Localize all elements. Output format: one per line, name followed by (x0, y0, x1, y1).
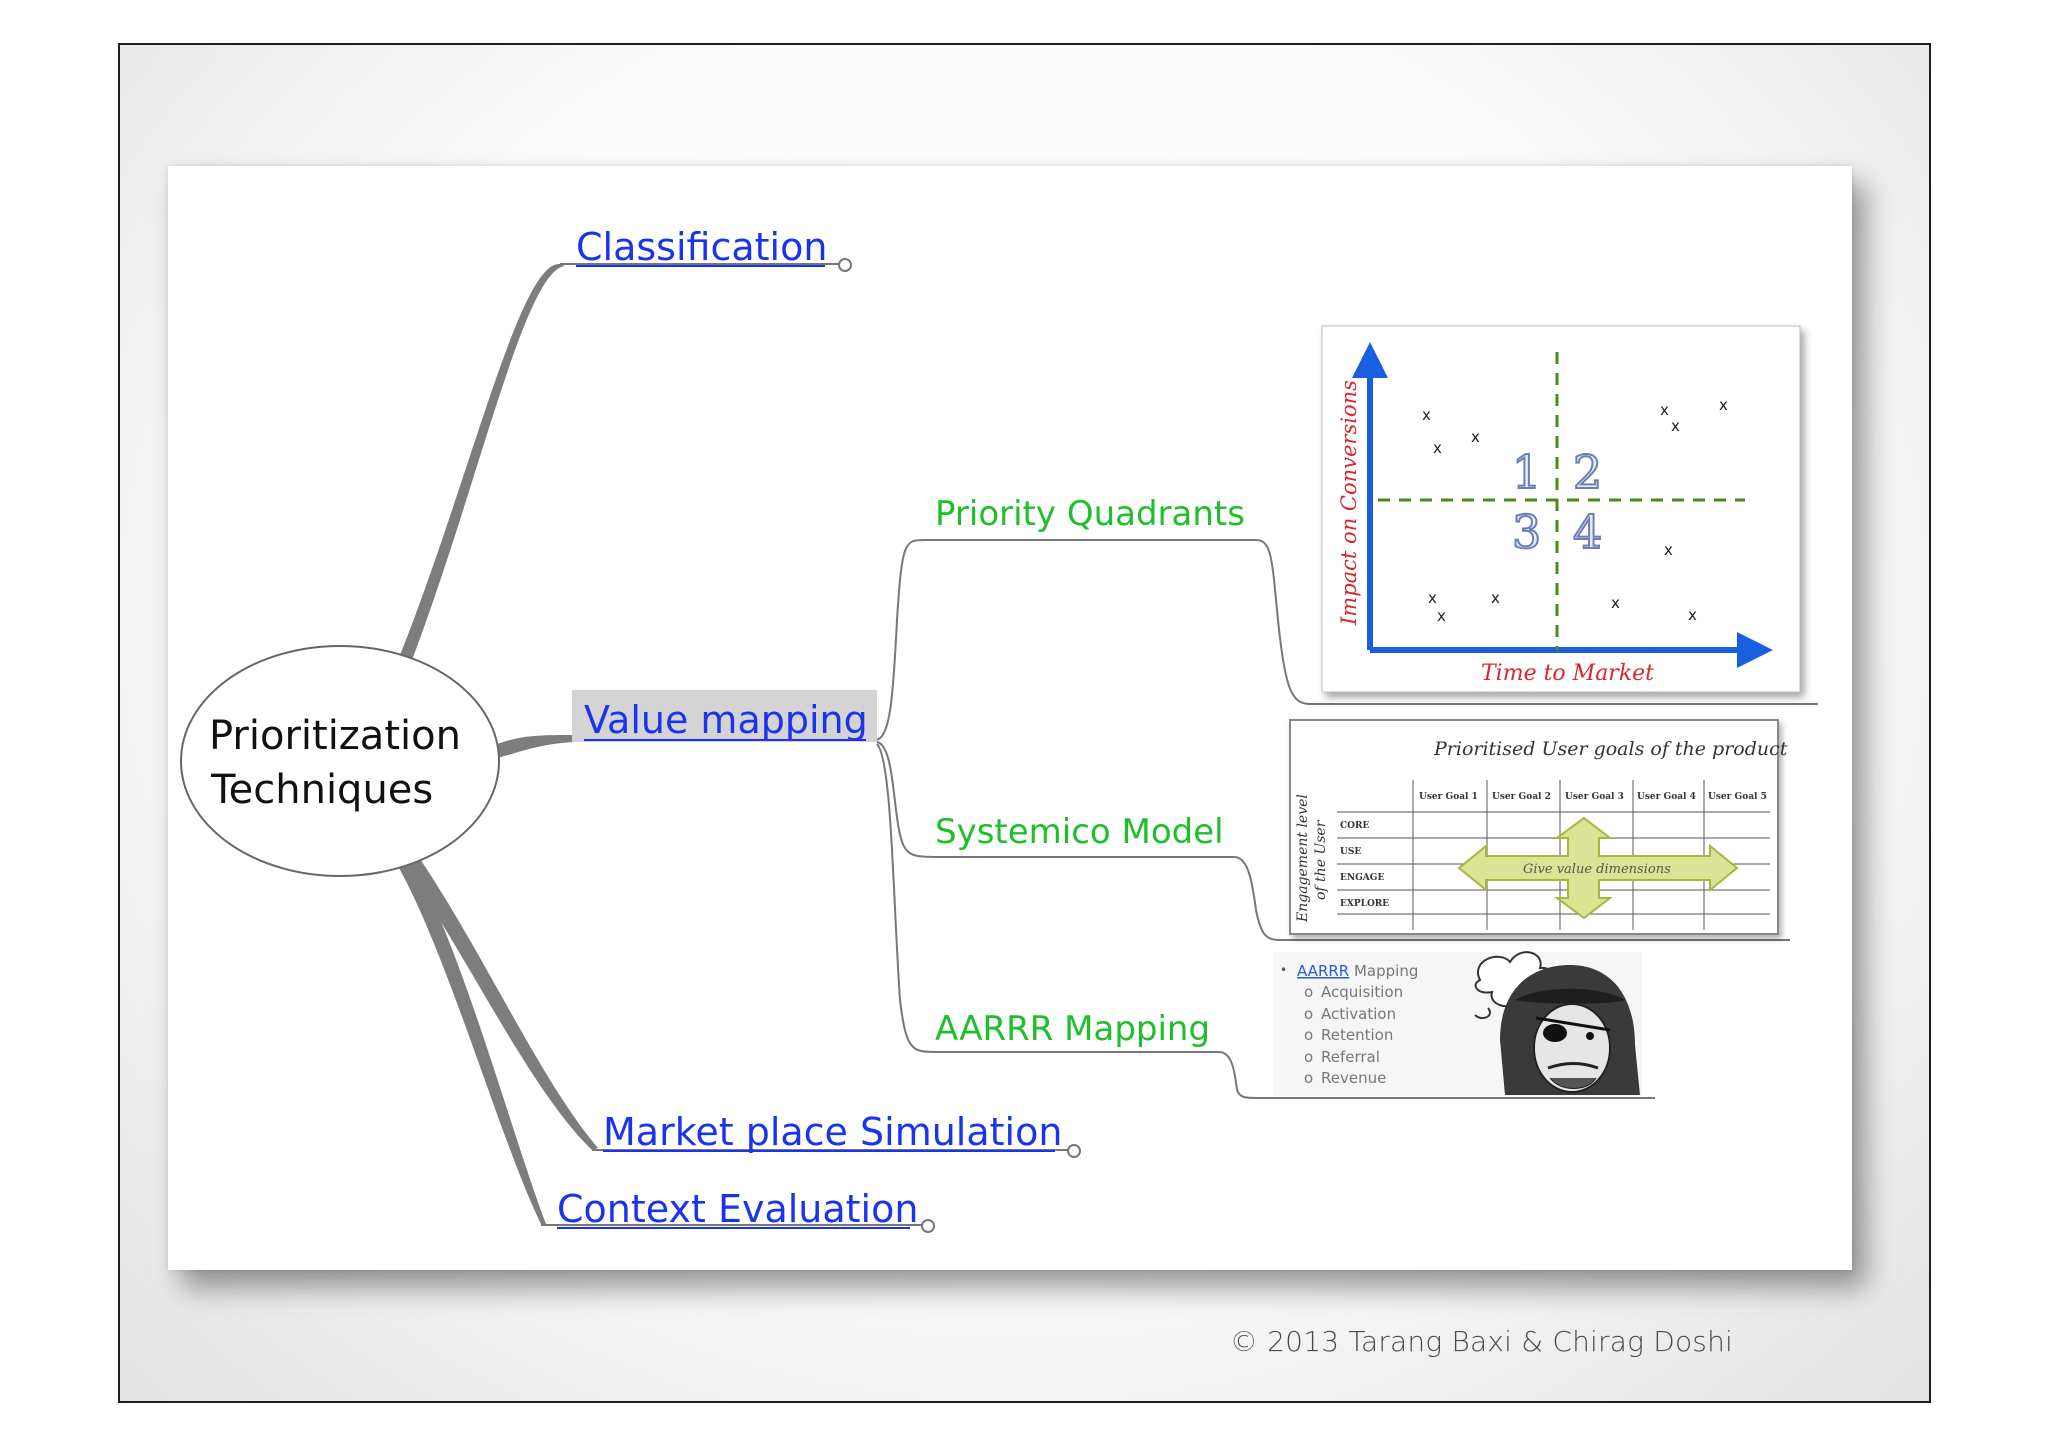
aarrr-image: • AARRR Mapping o Acquisition o Activati… (1274, 951, 1642, 1096)
quadrant-number-1: 1 (1512, 445, 1541, 499)
quadrant-mark: x (1491, 589, 1500, 607)
systemico-image: Prioritised User goals of the product En… (1289, 719, 1788, 935)
systemico-title: Prioritised User goals of the product (1433, 738, 1788, 760)
systemico-row-core: CORE (1340, 821, 1369, 831)
quadrant-mark: x (1428, 589, 1437, 607)
pirate-icon (1474, 951, 1640, 1095)
systemico-arrow-label: Give value dimensions (1523, 862, 1671, 877)
priority-quadrants-label[interactable]: Priority Quadrants (935, 494, 1245, 534)
aarrr-heading: AARRR Mapping (1297, 962, 1418, 980)
classification-node-dot (838, 258, 852, 272)
quadrant-x-label: Time to Market (1481, 661, 1654, 686)
aarrr-item-label: Retention (1321, 1026, 1393, 1044)
copyright-footer: © 2013 Tarang Baxi & Chirag Doshi (1229, 1325, 1733, 1358)
systemico-grid (1337, 780, 1770, 930)
value-mapping-label[interactable]: Value mapping (584, 698, 868, 742)
market-place-label[interactable]: Market place Simulation (603, 1110, 1062, 1154)
market-place-node-dot (1067, 1144, 1081, 1158)
center-node[interactable] (180, 645, 500, 877)
aarrr-item-label: Acquisition (1321, 983, 1403, 1001)
sub-branch-line-priority (876, 539, 1818, 741)
quadrant-number-4: 4 (1573, 505, 1602, 559)
aarrr-heading-link[interactable]: AARRR (1297, 962, 1349, 980)
quadrant-mark: x (1688, 606, 1697, 624)
aarrr-item-label: Referral (1321, 1048, 1380, 1066)
branch-line-value-mapping (495, 735, 573, 758)
quadrant-mark: x (1422, 406, 1431, 424)
value-mapping-highlight (572, 690, 877, 742)
quadrant-y-label: Impact on Conversions (1337, 380, 1361, 626)
systemico-col-1: User Goal 1 (1419, 792, 1478, 802)
quadrant-mark: x (1611, 594, 1620, 612)
quadrant-mark: x (1433, 439, 1442, 457)
quadrant-marks: x x x x x x x x x x x x (1422, 396, 1728, 625)
systemico-row-use: USE (1340, 847, 1361, 857)
sub-branch-line-systemico (876, 741, 1790, 941)
aarrr-item: o (1304, 1069, 1313, 1087)
priority-quadrant-image: Impact on Conversions Time to Market 1 2… (1321, 325, 1801, 693)
systemico-col-4: User Goal 4 (1637, 792, 1696, 802)
aarrr-item-label: Activation (1321, 1005, 1396, 1023)
branch-line-context (398, 864, 546, 1224)
branch-line-market-place (400, 856, 598, 1150)
branch-line-classification (400, 263, 565, 660)
aarrr-item-label: Revenue (1321, 1069, 1386, 1087)
systemico-label[interactable]: Systemico Model (935, 812, 1224, 852)
systemico-col-2: User Goal 2 (1492, 792, 1551, 802)
aarrr-item: o (1304, 1005, 1313, 1023)
systemico-row-explore: EXPLORE (1340, 899, 1389, 909)
aarrr-item: o (1304, 1026, 1313, 1044)
center-node-line2: Techniques (210, 767, 433, 813)
center-node-line1: Prioritization (209, 713, 461, 759)
aarrr-item: o (1304, 1048, 1313, 1066)
quadrant-number-2: 2 (1573, 445, 1602, 499)
sub-branch-line-aarrr (876, 743, 1655, 1099)
context-node-dot (921, 1219, 935, 1233)
quadrant-mark: x (1437, 607, 1446, 625)
systemico-side-label-2: of the User (1313, 819, 1329, 900)
quadrant-number-3: 3 (1512, 505, 1541, 559)
quadrant-mark: x (1671, 417, 1680, 435)
aarrr-item: o (1304, 983, 1313, 1001)
systemico-col-5: User Goal 5 (1708, 792, 1767, 802)
aarrr-items: o Acquisition o Activation o Retention o… (1304, 983, 1403, 1087)
aarrr-heading-rest: Mapping (1349, 962, 1418, 980)
classification-label[interactable]: Classification (576, 225, 827, 269)
systemico-cross-arrow (1457, 816, 1739, 920)
context-label[interactable]: Context Evaluation (557, 1187, 918, 1231)
quadrant-mark: x (1660, 401, 1669, 419)
systemico-side-label-1: Engagement level (1295, 794, 1311, 923)
systemico-row-engage: ENGAGE (1340, 873, 1384, 883)
aarrr-bullet: • (1280, 963, 1287, 977)
quadrant-mark: x (1471, 428, 1480, 446)
aarrr-label[interactable]: AARRR Mapping (935, 1009, 1210, 1049)
systemico-col-3: User Goal 3 (1565, 792, 1624, 802)
quadrant-mark: x (1719, 396, 1728, 414)
quadrant-mark: x (1664, 541, 1673, 559)
